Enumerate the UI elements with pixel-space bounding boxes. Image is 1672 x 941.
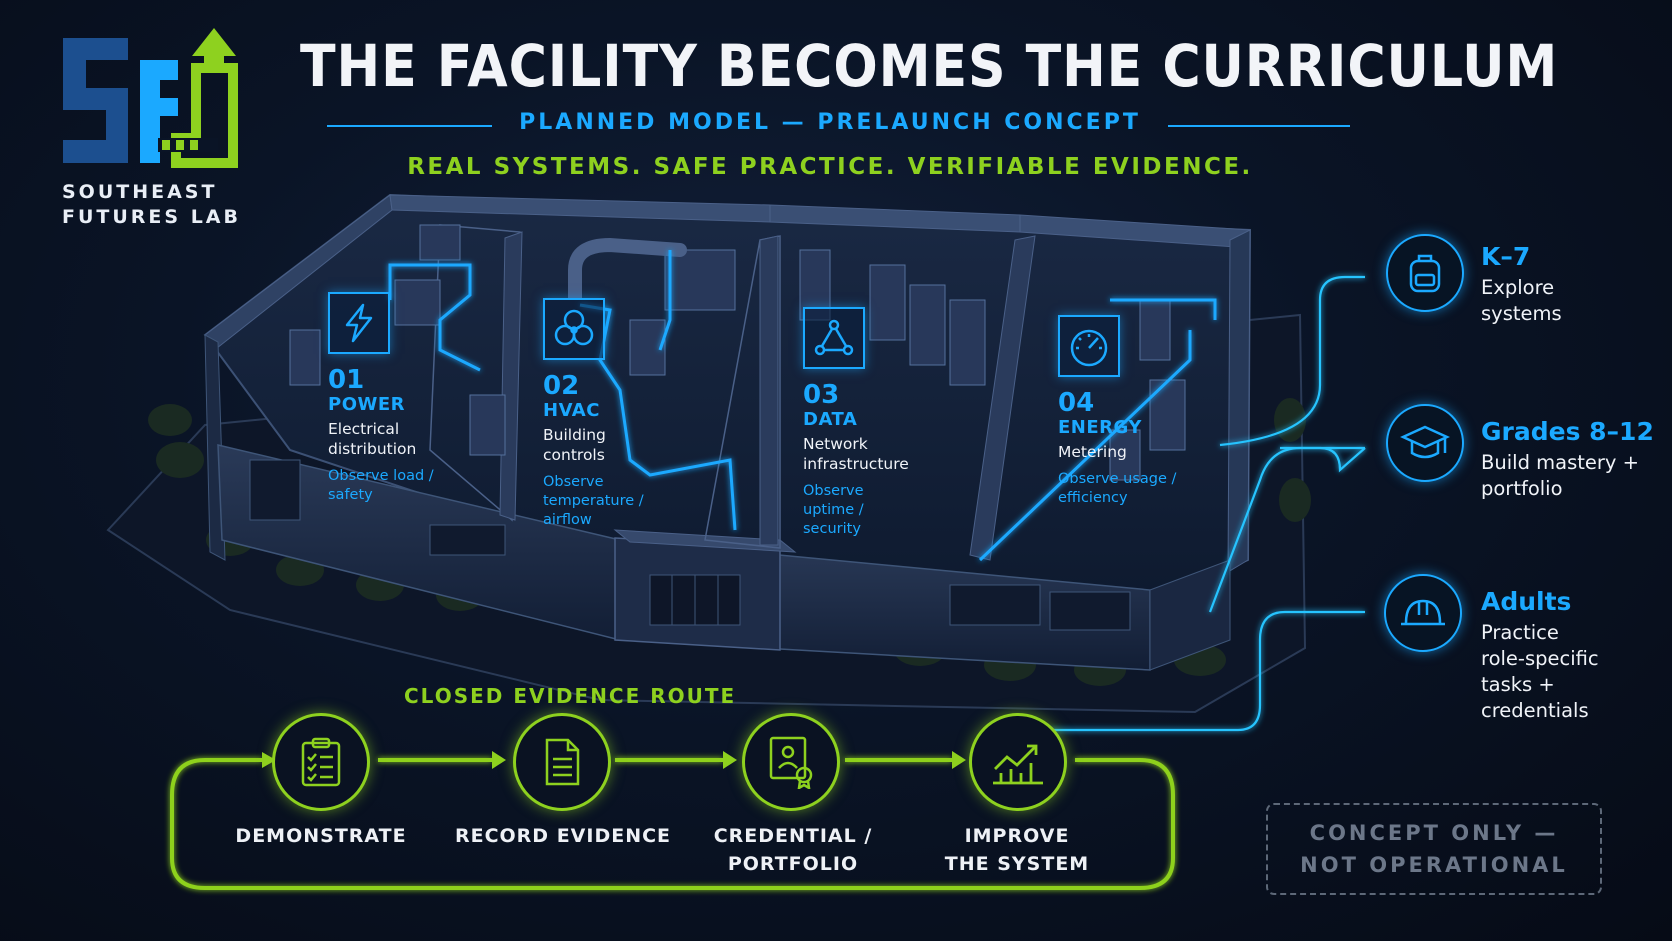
system-observe-line: Observe load / bbox=[328, 468, 434, 484]
evidence-route-title: CLOSED EVIDENCE ROUTE bbox=[404, 684, 737, 708]
system-observe-line: Observe bbox=[543, 474, 604, 490]
system-hvac: 02 HVAC Building controls Observe temperat… bbox=[543, 298, 693, 530]
step-label-improve-the-system: IMPROVE THE SYSTEM bbox=[944, 825, 1090, 875]
system-observe-line: security bbox=[803, 521, 861, 537]
notice-line-2: NOT OPERATIONAL bbox=[1300, 853, 1568, 877]
step-label-demonstrate: DEMONSTRATE bbox=[235, 825, 407, 847]
lightning-icon bbox=[328, 292, 390, 354]
system-desc-line: Network bbox=[803, 435, 868, 453]
group-desc-line: Explore bbox=[1481, 276, 1555, 299]
system-power: 01 POWER Electrical distribution Observe … bbox=[328, 292, 478, 505]
group-grades-8-12: Grades 8–12 Build mastery + portfolio bbox=[1481, 417, 1671, 502]
group-adults: Adults Practice role-specific tasks + crede… bbox=[1481, 587, 1671, 724]
system-observe-line: safety bbox=[328, 487, 373, 503]
system-name: POWER bbox=[328, 394, 406, 415]
group-desc-line: portfolio bbox=[1481, 477, 1563, 500]
network-icon bbox=[803, 307, 865, 369]
system-observe-line: airflow bbox=[543, 512, 592, 528]
group-title: Grades 8–12 bbox=[1481, 417, 1654, 446]
system-number: 01 bbox=[328, 365, 365, 395]
group-desc-line: role-specific bbox=[1481, 647, 1599, 670]
evidence-loop-track bbox=[170, 758, 1175, 890]
page-tagline: REAL SYSTEMS. SAFE PRACTICE. VERIFIABLE … bbox=[407, 154, 1253, 180]
system-desc-line: distribution bbox=[328, 440, 417, 458]
group-k7: K–7 Explore systems bbox=[1481, 242, 1671, 327]
connector-lines bbox=[1050, 275, 1366, 732]
document-icon bbox=[513, 713, 611, 811]
system-observe-line: Observe usage / bbox=[1058, 471, 1177, 487]
southeast-futures-lab-logo bbox=[63, 28, 238, 168]
system-observe-line: efficiency bbox=[1058, 490, 1128, 506]
group-desc-line: tasks + bbox=[1481, 673, 1555, 696]
system-name: ENERGY bbox=[1058, 417, 1142, 438]
system-desc-line: Metering bbox=[1058, 443, 1127, 461]
system-observe-line: Observe bbox=[803, 483, 864, 499]
backpack-icon bbox=[1386, 234, 1464, 312]
group-desc-line: credentials bbox=[1481, 699, 1589, 722]
system-observe-line: temperature / bbox=[543, 493, 644, 509]
system-number: 02 bbox=[543, 371, 580, 401]
fan-icon bbox=[543, 298, 605, 360]
notice-line-1: CONCEPT ONLY — bbox=[1309, 821, 1559, 845]
group-desc-line: systems bbox=[1481, 302, 1562, 325]
gauge-icon bbox=[1058, 315, 1120, 377]
system-desc-line: Electrical bbox=[328, 420, 400, 438]
system-energy: 04 ENERGY Metering Observe usage / effici… bbox=[1058, 315, 1208, 508]
system-number: 03 bbox=[803, 380, 840, 410]
system-data: 03 DATA Network infrastructure Observe upt… bbox=[803, 307, 953, 539]
step-label-record-evidence: RECORD EVIDENCE bbox=[454, 825, 672, 847]
system-desc-line: infrastructure bbox=[803, 455, 909, 473]
page-subtitle: PLANNED MODEL — PRELAUNCH CONCEPT bbox=[519, 110, 1141, 135]
glowing-conduit-lines bbox=[388, 250, 1217, 562]
logo-line-1: SOUTHEAST bbox=[62, 181, 218, 203]
group-title: Adults bbox=[1481, 587, 1572, 616]
group-desc-line: Practice bbox=[1481, 621, 1559, 644]
group-title: K–7 bbox=[1481, 242, 1531, 271]
step-label-credential-portfolio: CREDENTIAL / PORTFOLIO bbox=[713, 825, 873, 875]
growth-chart-icon bbox=[969, 713, 1067, 811]
graduation-cap-icon bbox=[1386, 404, 1464, 482]
system-number: 04 bbox=[1058, 388, 1095, 418]
system-name: DATA bbox=[803, 409, 858, 430]
certificate-icon bbox=[742, 713, 840, 811]
hard-hat-icon bbox=[1384, 574, 1462, 652]
concept-notice-badge: CONCEPT ONLY — NOT OPERATIONAL bbox=[1266, 803, 1602, 895]
logo-wordmark: SOUTHEAST FUTURES LAB bbox=[62, 180, 241, 230]
logo-line-2: FUTURES LAB bbox=[62, 206, 241, 228]
clipboard-checklist-icon bbox=[272, 713, 370, 811]
system-desc-line: controls bbox=[543, 446, 605, 464]
group-desc-line: Build mastery + bbox=[1481, 451, 1639, 474]
system-observe-line: uptime / bbox=[803, 502, 864, 518]
page-title: THE FACILITY BECOMES THE CURRICULUM bbox=[300, 32, 1559, 100]
arrowheads bbox=[262, 751, 966, 769]
system-name: HVAC bbox=[543, 400, 600, 421]
system-desc-line: Building bbox=[543, 426, 606, 444]
